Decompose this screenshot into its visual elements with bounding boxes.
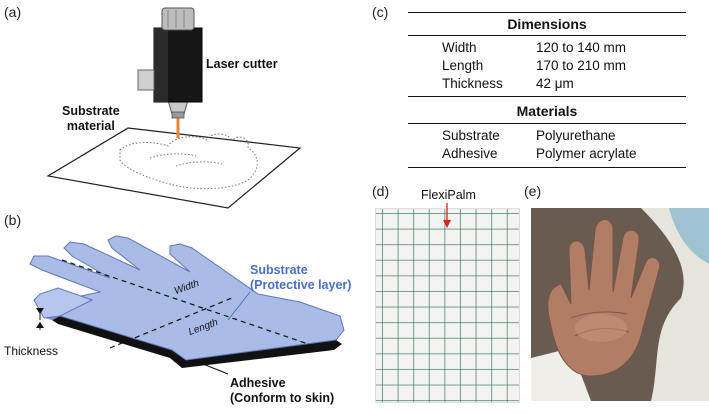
thickness-label: Thickness bbox=[4, 344, 59, 358]
arrow-down-icon bbox=[443, 203, 451, 228]
panel-label-b: (b) bbox=[4, 212, 22, 228]
substrate-protective-label: Substrate (Protective layer) bbox=[250, 263, 352, 292]
panel-label-e: (e) bbox=[524, 183, 542, 199]
palm-shape bbox=[547, 219, 661, 377]
materials-header: Materials bbox=[516, 103, 578, 119]
table-row: Adhesive Polymer acrylate bbox=[442, 146, 637, 161]
hand-substrate-diagram bbox=[29, 235, 345, 375]
width-guide bbox=[109, 297, 233, 349]
adhesive-label: Adhesive (Conform to skin) bbox=[230, 376, 335, 405]
laser-cutter-illustration bbox=[46, 7, 302, 209]
substrate-sheet bbox=[46, 127, 302, 209]
hand-cut-path bbox=[119, 133, 258, 190]
flexipalm-label: FlexiPalm bbox=[421, 188, 476, 202]
substrate-layer bbox=[29, 235, 345, 361]
laser-cutter-label: Laser cutter bbox=[206, 57, 278, 71]
grid-paper-photo bbox=[375, 208, 520, 403]
table-row: Width 120 to 140 mm bbox=[442, 40, 627, 55]
table-row: Length 170 to 210 mm bbox=[442, 58, 627, 73]
hand-photo-drawing bbox=[531, 208, 709, 401]
hand-photo bbox=[531, 208, 709, 401]
table-row: Thickness 42 μm bbox=[442, 76, 574, 91]
substrate-material-label: Substrate material bbox=[62, 104, 120, 133]
panel-label-c: (c) bbox=[372, 4, 389, 20]
table-row: Substrate Polyurethane bbox=[442, 128, 616, 143]
panel-label-a: (a) bbox=[4, 4, 22, 20]
dimensions-header: Dimensions bbox=[507, 16, 587, 32]
adhesive-layer bbox=[52, 316, 342, 368]
panel-label-d: (d) bbox=[372, 183, 390, 199]
laser-cap bbox=[161, 7, 195, 31]
